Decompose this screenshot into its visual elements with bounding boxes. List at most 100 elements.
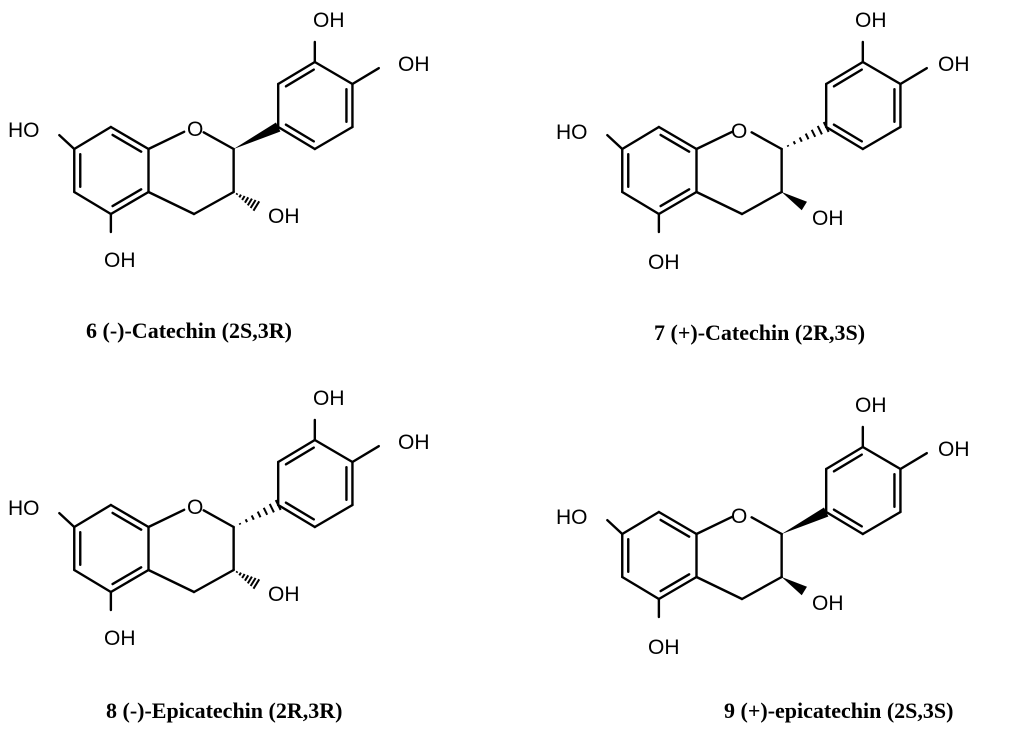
molecule-9-c2-wedge-bond	[781, 507, 829, 534]
molecule-8-oh-7-label: HO	[8, 497, 40, 520]
molecule-8: OH OH HO O OH OH 8 (-)-Epicatechin (2R,3…	[8, 387, 430, 723]
molecule-6-bond-a6-o1	[147, 130, 186, 151]
molecule-9-oh-5-label: OH	[648, 636, 680, 659]
molecule-6-bond-b5-b6	[313, 125, 354, 151]
molecule-7-bond-c3-c4	[740, 190, 783, 216]
molecule-8-bond-b6-b1	[276, 503, 317, 529]
molecule-6-bond-a1-a2	[73, 125, 113, 151]
molecule-7-bond-b5-b6	[861, 125, 902, 151]
molecule-7-double-bond-b6-b1	[832, 123, 863, 143]
molecule-9-oh-3prime-label: OH	[855, 394, 887, 417]
molecule-8-c2-hash-bond-stroke-2	[244, 518, 248, 523]
molecule-8-double-bond-b6-b1	[284, 501, 315, 521]
molecule-7-bond-a6-a1	[657, 125, 698, 151]
molecule-7-bond-b2-b3	[824, 60, 865, 86]
molecule-8-bond-a1-a2	[73, 503, 113, 529]
molecule-9: OH OH HO O OH OH 9 (+)-epicatechin (2S,3…	[556, 394, 970, 723]
molecule-8-c3-hash-bond-stroke-2	[238, 572, 242, 576]
molecule-6-c3-hash-bond-stroke-6	[249, 199, 257, 209]
molecule-9-bond-b4-oh4p	[899, 451, 928, 471]
molecule-6-bond-b3-b4	[313, 60, 354, 86]
molecule-8-bond-c4-a5	[147, 568, 196, 594]
molecule-7-caption: 7 (+)-Catechin (2R,3S)	[654, 320, 865, 345]
molecule-9-bond-b2-b3	[824, 445, 865, 471]
molecule-7-c2-hash-bond-stroke-2	[792, 140, 796, 145]
molecule-8-bond-c3-c4	[192, 568, 235, 594]
molecule-7-structure	[606, 40, 928, 234]
molecule-6-double-bond-a6-a1	[111, 133, 143, 153]
molecule-8-c2-hash-bond-stroke-1	[238, 522, 242, 526]
molecule-8-c3-hash-bond-stroke-5	[246, 576, 253, 584]
molecule-7-double-bond-a6-a1	[659, 133, 691, 153]
molecule-8-bond-a6-a1	[109, 503, 150, 529]
molecule-7-bond-c4-a5	[695, 190, 744, 216]
molecule-6-bond-b4-oh4p	[351, 66, 380, 86]
molecule-6-double-bond-b2-b3	[284, 68, 315, 88]
molecule-6-c3-hash-bond-stroke-7	[252, 200, 261, 212]
molecule-6-bond-a2-oh7	[58, 133, 76, 151]
molecule-7-bond-b6-b1	[824, 125, 865, 151]
molecule-7-c2-hash-bond-stroke-6	[816, 125, 823, 135]
molecule-6-double-bond-a4-a5	[111, 188, 143, 208]
molecule-6-bond-c4-a5	[147, 190, 196, 216]
molecule-6-bond-a4-a5	[109, 190, 150, 216]
molecule-9-oh-7-label: HO	[556, 506, 588, 529]
molecule-7-c3-wedge-bond	[781, 192, 807, 211]
molecule-8-c2-hash-bond-stroke-3	[250, 515, 255, 521]
molecule-6-caption: 6 (-)-Catechin (2S,3R)	[86, 318, 292, 343]
molecule-6-ring-oxygen-label: O	[187, 118, 203, 141]
molecule-7-oh-3-label: OH	[812, 207, 844, 230]
molecule-8-c3-hash-bond-stroke-7	[252, 578, 261, 590]
molecule-8-double-bond-b2-b3	[284, 446, 315, 466]
molecule-9-bond-b6-b1	[824, 510, 865, 536]
molecule-7-double-bond-a4-a5	[659, 188, 691, 208]
molecule-9-double-bond-a6-a1	[659, 518, 691, 538]
molecule-8-oh-4prime-label: OH	[398, 431, 430, 454]
molecule-6-c3-hash-bond-stroke-5	[246, 198, 253, 206]
molecule-8-c2-hash-bond-stroke-7	[274, 499, 282, 511]
molecule-8-bond-b5-b6	[313, 503, 354, 529]
molecule-6: OH OH HO O OH OH 6 (-)-Catechin (2S,3R)	[8, 9, 430, 343]
molecule-7-ring-oxygen-label: O	[731, 120, 747, 143]
molecule-9-bond-a4-a5	[657, 575, 698, 601]
molecule-6-bond-c3-c4	[192, 190, 235, 216]
molecule-6-bond-b2-b3	[276, 60, 317, 86]
molecule-8-bond-b3-b4	[313, 438, 354, 464]
molecule-8-structure	[58, 418, 380, 612]
molecule-9-oh-3-label: OH	[812, 592, 844, 615]
molecule-7-oh-3prime-label: OH	[855, 9, 887, 32]
molecule-6-structure	[58, 40, 380, 234]
molecule-9-bond-b5-b6	[861, 510, 902, 536]
molecule-7-bond-a1-a2	[621, 125, 661, 151]
molecule-7-oh-7-label: HO	[556, 121, 588, 144]
molecule-7-bond-a6-o1	[695, 130, 734, 151]
molecule-7-bond-a3-a4	[621, 190, 661, 216]
molecule-9-bond-a2-oh7	[606, 518, 624, 536]
molecule-8-caption: 8 (-)-Epicatechin (2R,3R)	[106, 698, 342, 723]
molecule-6-c3-hash-bond-stroke-3	[241, 195, 246, 201]
molecule-8-bond-a4-a5	[109, 568, 150, 594]
molecule-7-double-bond-b2-b3	[832, 68, 863, 88]
molecule-8-c3-hash-bond-stroke-3	[241, 573, 246, 579]
molecule-8-oh-3-label: OH	[268, 583, 300, 606]
molecule-8-c2-hash-bond-stroke-4	[256, 511, 262, 518]
molecule-8-double-bond-a6-a1	[111, 511, 143, 531]
molecule-8-oh-5-label: OH	[104, 627, 136, 650]
molecule-9-double-bond-b2-b3	[832, 453, 863, 473]
molecule-9-structure	[606, 425, 928, 619]
molecule-9-bond-a1-a2	[621, 510, 661, 536]
molecule-8-c3-hash-bond-stroke-4	[244, 574, 250, 582]
molecule-7-bond-o1-c2	[750, 131, 783, 151]
molecule-6-double-bond-b6-b1	[284, 123, 315, 143]
molecule-7-bond-b4-oh4p	[899, 66, 928, 86]
molecule-7-c2-hash-bond-stroke-1	[786, 144, 790, 148]
molecule-8-c3-hash-bond-stroke-1	[235, 570, 239, 574]
molecule-9-bond-a6-a1	[657, 510, 698, 536]
molecule-6-c3-hash-bond-stroke-4	[244, 196, 250, 204]
molecule-9-c3-wedge-bond	[781, 577, 807, 596]
molecule-8-bond-a3-a4	[73, 568, 113, 594]
molecule-9-bond-c3-c4	[740, 575, 783, 601]
molecule-8-oh-3prime-label: OH	[313, 387, 345, 410]
molecule-8-double-bond-a4-a5	[111, 566, 143, 586]
